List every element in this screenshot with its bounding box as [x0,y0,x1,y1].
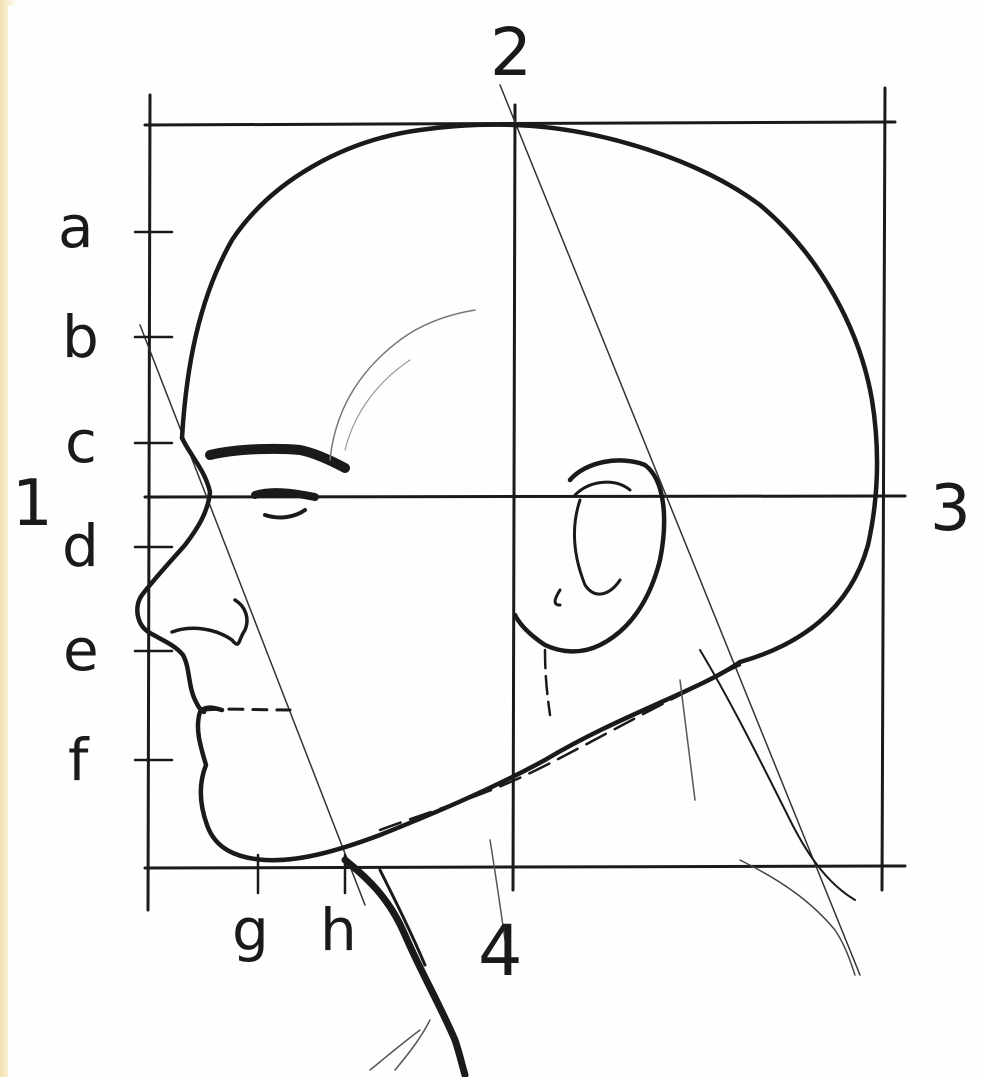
construction-box [145,88,905,910]
eyebrow [210,449,345,468]
label-g: g [232,896,269,964]
jaw-to-ear [545,650,550,715]
vertical-midline [513,105,515,890]
diagonal-front [140,325,365,905]
eye [255,492,315,497]
ear-outline [515,460,664,651]
label-4: 4 [478,910,523,992]
eye-lower [265,510,305,517]
diagonal-back [500,85,860,975]
trapezius [740,860,855,975]
nostril [172,600,247,644]
neck-back [700,650,855,900]
neck-back-2 [680,680,695,800]
label-c: c [65,408,97,476]
neck-front [345,860,465,1075]
bottom-labels: g h [232,896,357,964]
label-2: 2 [490,14,532,91]
label-h: h [320,896,357,964]
neck-front-2 [380,870,425,965]
label-b: b [62,303,99,371]
side-labels: a b c d e f [58,193,99,794]
mouth-line [205,709,290,710]
left-line [148,95,150,910]
label-1: 1 [12,467,53,541]
temple-sketch [330,310,475,460]
label-d: d [62,512,99,580]
right-line [882,88,885,890]
temple-sketch-2 [345,360,410,450]
label-3: 3 [930,472,971,546]
ear-inner [555,482,630,605]
label-e: e [63,616,99,684]
label-f: f [68,726,90,794]
label-a: a [58,193,94,261]
